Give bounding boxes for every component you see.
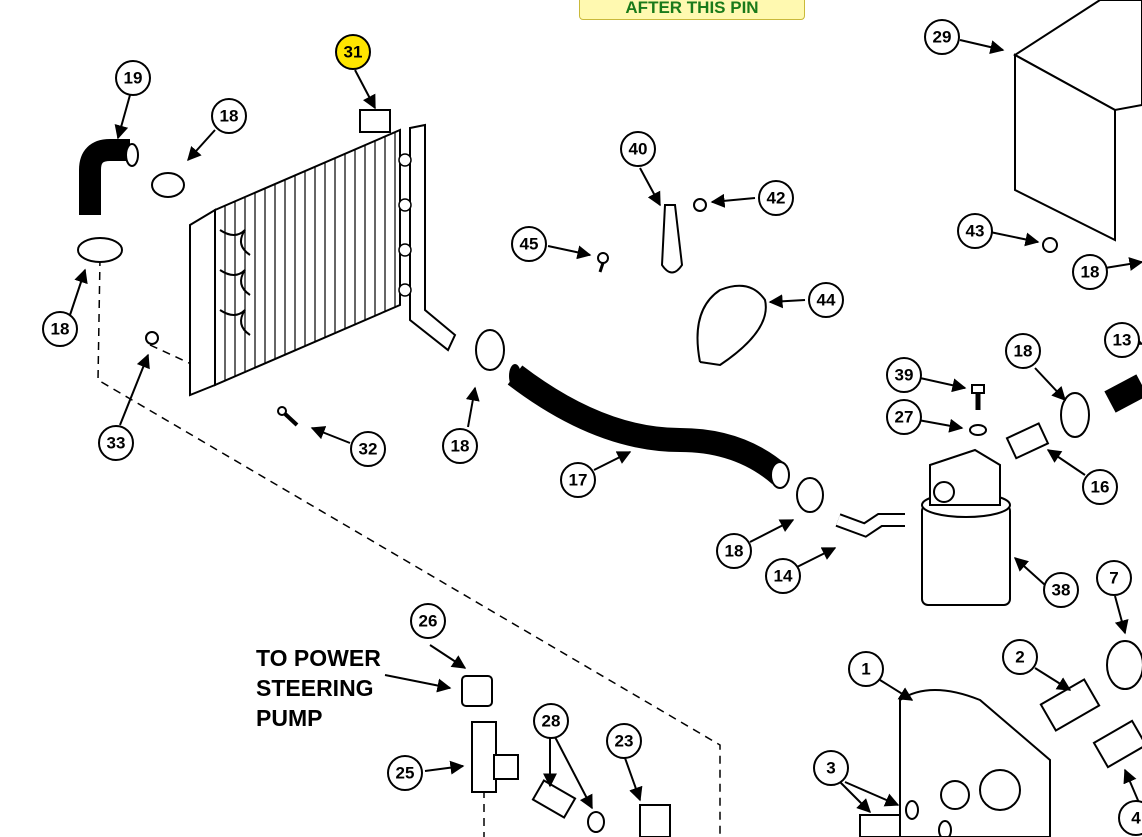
- svg-text:17: 17: [569, 471, 588, 490]
- callout-14[interactable]: 14: [765, 558, 801, 594]
- oil-cooler[interactable]: [189, 109, 457, 397]
- svg-text:33: 33: [107, 434, 126, 453]
- hose-17[interactable]: [507, 365, 788, 485]
- callout-39[interactable]: 39: [886, 357, 922, 393]
- callout-32[interactable]: 32: [350, 431, 386, 467]
- svg-text:16: 16: [1091, 478, 1110, 497]
- fitting-23[interactable]: [639, 804, 671, 837]
- callout-2[interactable]: 2: [1002, 639, 1038, 675]
- clip-40[interactable]: [660, 204, 684, 274]
- nut-42[interactable]: [693, 198, 707, 212]
- svg-text:18: 18: [1081, 263, 1100, 282]
- callout-28[interactable]: 28: [533, 703, 569, 739]
- svg-text:1: 1: [861, 660, 870, 679]
- svg-text:26: 26: [419, 612, 438, 631]
- svg-text:STEERING: STEERING: [256, 675, 374, 701]
- callout-4[interactable]: 4: [1118, 800, 1142, 836]
- svg-text:19: 19: [124, 69, 143, 88]
- svg-text:14: 14: [774, 567, 793, 586]
- screw-32[interactable]: [277, 406, 299, 427]
- power-steering-note: TO POWER STEERING PUMP: [256, 645, 381, 731]
- svg-text:18: 18: [451, 437, 470, 456]
- hose-13[interactable]: [1104, 374, 1142, 413]
- hose-19[interactable]: [79, 139, 130, 215]
- reservoir-29[interactable]: [1013, 0, 1142, 242]
- svg-text:2: 2: [1015, 648, 1024, 667]
- callout-3[interactable]: 3: [813, 750, 849, 786]
- svg-text:7: 7: [1109, 569, 1118, 588]
- svg-text:PUMP: PUMP: [256, 705, 322, 731]
- svg-text:31: 31: [344, 43, 363, 62]
- svg-text:18: 18: [725, 542, 744, 561]
- callout-18[interactable]: 18: [1005, 333, 1041, 369]
- svg-text:3: 3: [826, 759, 835, 778]
- callout-27[interactable]: 27: [886, 399, 922, 435]
- washer-27[interactable]: [969, 424, 987, 436]
- callout-1[interactable]: 1: [848, 651, 884, 687]
- strap-44[interactable]: [696, 284, 767, 367]
- callout-44[interactable]: 44: [808, 282, 844, 318]
- fitting-16[interactable]: [1005, 422, 1050, 460]
- callout-18[interactable]: 18: [211, 98, 247, 134]
- svg-text:18: 18: [51, 320, 70, 339]
- o-ring-7[interactable]: [1106, 640, 1142, 690]
- callout-18[interactable]: 18: [716, 533, 752, 569]
- callout-16[interactable]: 16: [1082, 469, 1118, 505]
- svg-text:18: 18: [220, 107, 239, 126]
- callout-18[interactable]: 18: [1072, 254, 1108, 290]
- svg-text:44: 44: [817, 291, 836, 310]
- callout-33[interactable]: 33: [98, 425, 134, 461]
- callout-31[interactable]: 31: [335, 34, 371, 70]
- svg-text:4: 4: [1131, 809, 1141, 828]
- pump-1[interactable]: [899, 689, 1051, 837]
- svg-text:23: 23: [615, 732, 634, 751]
- svg-text:45: 45: [520, 235, 539, 254]
- svg-text:39: 39: [895, 366, 914, 385]
- svg-text:27: 27: [895, 408, 914, 427]
- callout-25[interactable]: 25: [387, 755, 423, 791]
- fitting-3[interactable]: [859, 800, 952, 837]
- svg-text:13: 13: [1113, 331, 1132, 350]
- svg-text:43: 43: [966, 222, 985, 241]
- svg-text:25: 25: [396, 764, 415, 783]
- fitting-2[interactable]: [1039, 678, 1101, 732]
- hose-clamp[interactable]: [77, 172, 1090, 513]
- callout-45[interactable]: 45: [511, 226, 547, 262]
- screw-45[interactable]: [597, 252, 609, 273]
- callout-29[interactable]: 29: [924, 19, 960, 55]
- filter-38[interactable]: [921, 448, 1011, 606]
- fitting-28[interactable]: [531, 779, 605, 833]
- callout-7[interactable]: 7: [1096, 560, 1132, 596]
- svg-text:28: 28: [542, 712, 561, 731]
- callout-26[interactable]: 26: [410, 603, 446, 639]
- nut-43[interactable]: [1042, 237, 1058, 253]
- callout-43[interactable]: 43: [957, 213, 993, 249]
- svg-text:TO POWER: TO POWER: [256, 645, 381, 671]
- callout-42[interactable]: 42: [758, 180, 794, 216]
- tee-fitting-25[interactable]: [471, 721, 519, 793]
- leader-arrows: [69, 39, 1142, 813]
- callout-40[interactable]: 40: [620, 131, 656, 167]
- callout-17[interactable]: 17: [560, 462, 596, 498]
- fitting-4[interactable]: [1092, 719, 1142, 769]
- svg-text:38: 38: [1052, 581, 1071, 600]
- nut-33[interactable]: [145, 331, 159, 345]
- pin-banner[interactable]: AFTER THIS PIN: [579, 0, 805, 20]
- callout-18[interactable]: 18: [42, 311, 78, 347]
- svg-text:40: 40: [629, 140, 648, 159]
- bolt-39[interactable]: [971, 384, 985, 410]
- svg-text:18: 18: [1014, 342, 1033, 361]
- fitting-26[interactable]: [461, 675, 493, 707]
- svg-text:42: 42: [767, 189, 786, 208]
- svg-text:29: 29: [933, 28, 952, 47]
- callout-18[interactable]: 18: [442, 428, 478, 464]
- callout-23[interactable]: 23: [606, 723, 642, 759]
- svg-text:32: 32: [359, 440, 378, 459]
- callout-13[interactable]: 13: [1104, 322, 1140, 358]
- callout-19[interactable]: 19: [115, 60, 151, 96]
- callout-38[interactable]: 38: [1043, 572, 1079, 608]
